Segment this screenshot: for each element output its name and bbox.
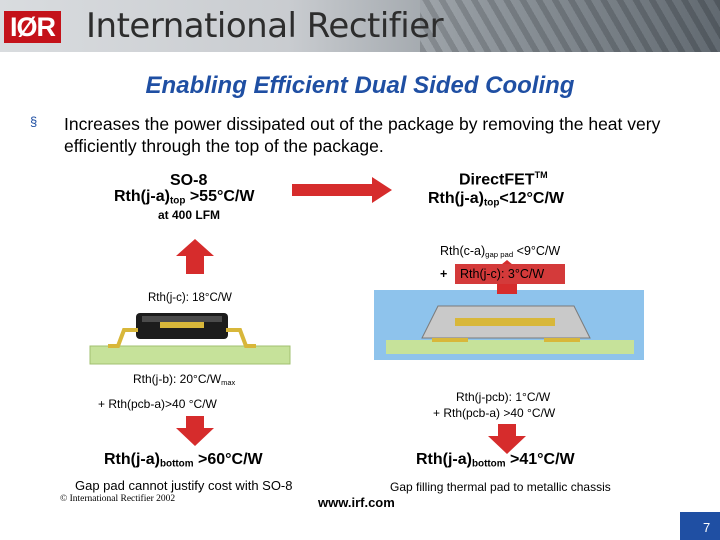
website-url: www.irf.com <box>318 495 395 510</box>
header-banner: IØR International Rectifier <box>0 0 720 52</box>
compare-arrow <box>292 177 392 203</box>
so8-lead-right <box>226 328 256 348</box>
directfet-pad-right <box>544 338 580 342</box>
directfet-label: DirectFETTM <box>459 170 548 189</box>
so8-lead-left <box>108 328 138 348</box>
directfet-bottom-heat-arrow <box>488 424 526 454</box>
so8-bottom-heat-arrow <box>176 416 214 446</box>
so8-airflow-note: at 400 LFM <box>158 208 221 222</box>
directfet-rth-ca: Rth(c-a)gap pad <9°C/W <box>440 244 561 259</box>
so8-body-top <box>142 316 222 322</box>
directfet-rth-bottom: Rth(j-a)bottom >41°C/W <box>416 451 575 470</box>
so8-top-heat-arrow <box>176 239 214 274</box>
so8-rth-top: Rth(j-a)top >55°C/W <box>114 188 255 207</box>
so8-pcb <box>89 345 291 365</box>
directfet-rth-jc-highlight <box>455 264 565 284</box>
so8-package <box>89 313 291 365</box>
so8-rth-pcb: + Rth(pcb-a)>40 °C/W <box>98 397 217 411</box>
so8-caption: Gap pad cannot justify cost with SO-8 <box>75 478 293 493</box>
bullet-marker: § <box>30 114 38 129</box>
company-logo: IØR <box>4 10 62 44</box>
page-number: 7 <box>703 520 711 535</box>
directfet-rth-jpcb: Rth(j-pcb): 1°C/W <box>456 390 551 404</box>
directfet-caption: Gap filling thermal pad to metallic chas… <box>390 480 611 494</box>
directfet-package <box>374 290 644 360</box>
so8-die <box>160 322 204 328</box>
directfet-rth-top: Rth(j-a)top<12°C/W <box>428 190 565 209</box>
so8-rth-jc: Rth(j-c): 18°C/W <box>148 292 232 304</box>
so8-rth-bottom: Rth(j-a)bottom >60°C/W <box>104 451 263 470</box>
so8-label: SO-8 <box>170 172 208 189</box>
directfet-die <box>455 318 555 326</box>
bullet-text: Increases the power dissipated out of th… <box>64 114 661 156</box>
so8-rth-jb: Rth(j-b): 20°C/Wmax <box>133 372 236 387</box>
directfet-rth-pcb: + Rth(pcb-a) >40 °C/W <box>433 406 556 420</box>
banner-texture <box>420 0 720 52</box>
page-number-box <box>680 512 720 540</box>
directfet-rth-jc: Rth(j-c): 3°C/W <box>460 267 545 281</box>
slide-title: Enabling Efficient Dual Sided Cooling <box>145 72 575 99</box>
directfet-pad-left <box>432 338 468 342</box>
logo-mark: IØR <box>4 11 62 43</box>
copyright-notice: © International Rectifier 2002 <box>60 494 176 504</box>
directfet-board <box>386 340 634 354</box>
company-name: International Rectifier <box>86 6 444 46</box>
directfet-plus-sign: + <box>440 267 448 281</box>
